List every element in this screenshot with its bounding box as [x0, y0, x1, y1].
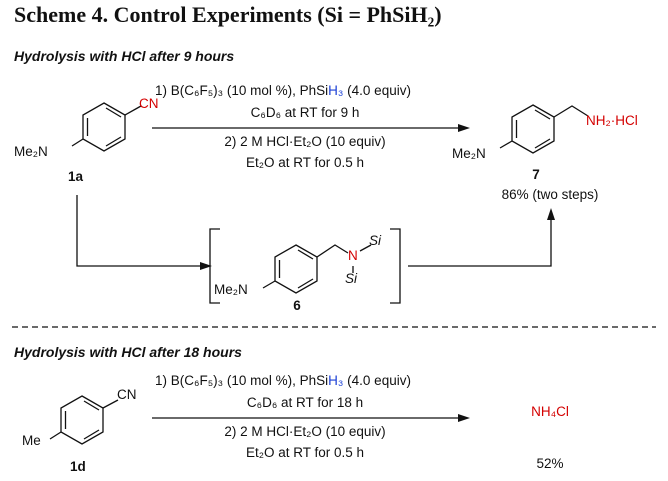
arrowhead-to-6 [200, 262, 212, 270]
bond-6-n [262, 280, 276, 289]
nme2-6: Me₂N [214, 282, 248, 297]
section2-heading: Hydrolysis with HCl after 18 hours [14, 344, 242, 360]
condition-1-line3: 2) 2 M HCl·Et₂O (10 equiv) [224, 134, 386, 149]
benzene-ring-6 [274, 244, 318, 294]
condition-1-line1: 1) B(C₆F₅)₃ (10 mol %), PhSiH₃ (4.0 equi… [155, 83, 411, 98]
arrow-path-to-6 [76, 195, 204, 267]
n-atom-6: N [348, 248, 358, 263]
bond-6-si-top [359, 244, 372, 252]
bond-1d-me [49, 431, 62, 440]
bond-6-ch2 [316, 244, 349, 258]
condition-2-line3: 2) 2 M HCl·Et₂O (10 equiv) [224, 424, 386, 439]
benzene-ring-1a [82, 102, 126, 152]
arrowhead-1 [458, 124, 470, 132]
bond-7-ch2 [553, 105, 589, 118]
arrowhead-2 [458, 414, 470, 422]
condition-1-line4: Et₂O at RT for 0.5 h [245, 155, 365, 170]
yield-nh4cl: 52% [536, 456, 564, 471]
nme2-7: Me₂N [452, 146, 486, 161]
si-bottom-6: Si [345, 271, 358, 286]
benzene-ring-1d [60, 395, 104, 445]
bond-1a-n [71, 138, 84, 147]
nme2-1a: Me₂N [14, 144, 48, 159]
amine-7: NH₂·HCl [586, 113, 638, 128]
label-7: 7 [532, 167, 540, 182]
condition-1-line2: C₆D₆ at RT for 9 h [250, 105, 360, 120]
section1-heading: Hydrolysis with HCl after 9 hours [14, 48, 235, 64]
condition-2-line2: C₆D₆ at RT for 18 h [246, 395, 364, 410]
bond-7-n [499, 140, 513, 149]
arrowhead-to-7 [547, 208, 555, 220]
yield-7: 86% (two steps) [501, 187, 599, 202]
cn-group-1a: CN [139, 96, 159, 111]
product-nh4cl: NH₄Cl [531, 404, 569, 419]
bracket-right [390, 228, 401, 304]
label-1d: 1d [70, 459, 86, 474]
benzene-ring-7 [511, 104, 555, 154]
label-1a: 1a [68, 169, 84, 184]
me-1d: Me [22, 433, 41, 448]
scheme-title: Scheme 4. Control Experiments (Si = PhSi… [14, 2, 442, 27]
cn-group-1d: CN [117, 387, 137, 402]
condition-2-line4: Et₂O at RT for 0.5 h [245, 445, 365, 460]
label-6: 6 [293, 298, 301, 313]
bond-1d-cn [102, 399, 119, 409]
bond-1a-cn [124, 105, 142, 116]
condition-2-line1: 1) B(C₆F₅)₃ (10 mol %), PhSiH₃ (4.0 equi… [155, 373, 411, 388]
arrow-path-to-7 [408, 216, 552, 267]
si-top-6: Si [369, 233, 382, 248]
